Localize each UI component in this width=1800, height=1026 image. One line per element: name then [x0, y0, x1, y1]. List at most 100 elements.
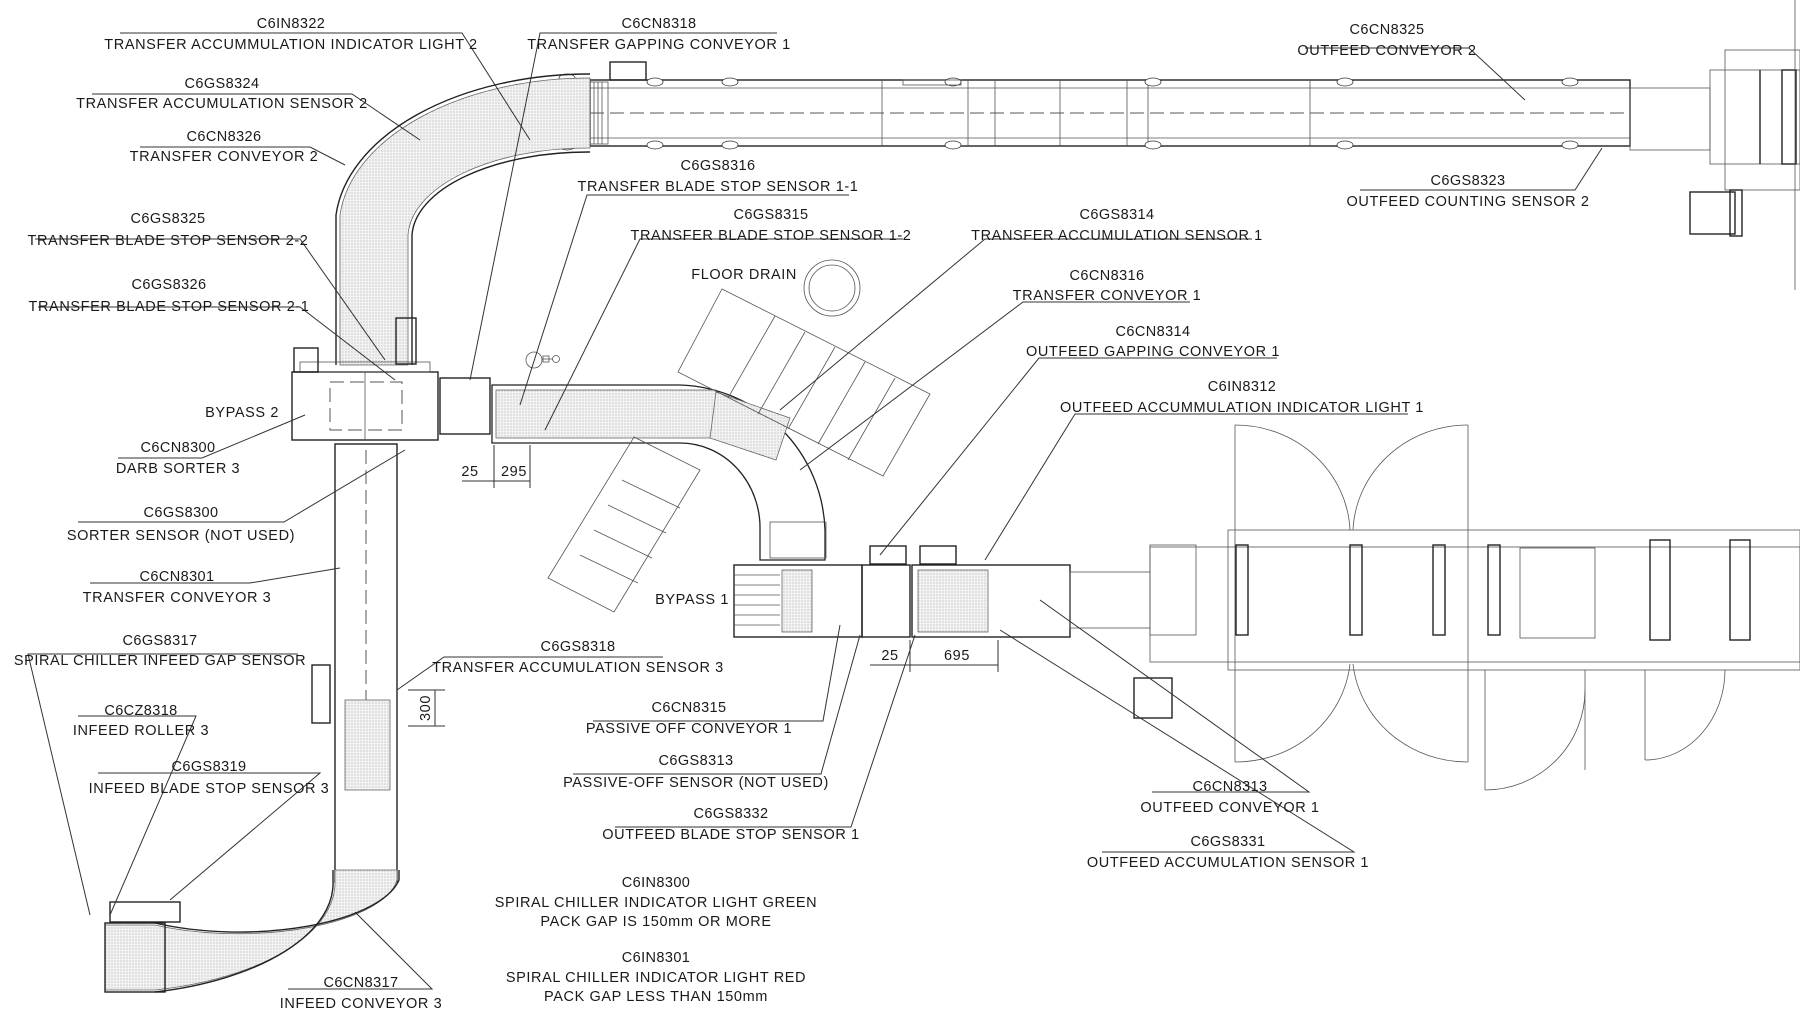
label-name: TRANSFER CONVEYOR 3: [83, 590, 272, 606]
label-name: SPIRAL CHILLER INFEED GAP SENSOR: [14, 653, 306, 669]
bypass-1-section: [733, 545, 1151, 638]
label-tag: C6GS8324: [185, 76, 260, 92]
dimension-300: 300: [418, 695, 434, 721]
label-tag: C6GS8325: [131, 211, 206, 227]
label-tag: C6CZ8318: [104, 703, 177, 719]
label-tag: C6CN8317: [324, 975, 399, 991]
label-c6gs8313: C6GS8313 PASSIVE-OFF SENSOR (NOT USED): [563, 753, 829, 791]
label-c6gs8324: C6GS8324 TRANSFER ACCUMULATION SENSOR 2: [76, 76, 367, 112]
label-c6gs8332: C6GS8332 OUTFEED BLADE STOP SENSOR 1: [602, 806, 859, 843]
label-tag: C6CN8316: [1070, 268, 1145, 284]
dimension-25-b: 25: [881, 648, 898, 664]
label-tag: C6GS8323: [1431, 173, 1506, 189]
note-tag: C6IN8301: [622, 950, 691, 966]
label-name: TRANSFER ACCUMULATION SENSOR 1: [971, 228, 1263, 244]
label-c6cz8318: C6CZ8318 INFEED ROLLER 3: [73, 703, 209, 739]
floor-drain-label: FLOOR DRAIN: [691, 267, 797, 283]
label-name: DARB SORTER 3: [116, 461, 240, 477]
label-name: OUTFEED CONVEYOR 2: [1297, 43, 1476, 59]
label-c6cn8318: C6CN8318 TRANSFER GAPPING CONVEYOR 1: [527, 16, 791, 53]
label-tag: C6GS8316: [681, 158, 756, 174]
transfer-conveyor-1: [491, 384, 827, 561]
label-name: INFEED CONVEYOR 3: [280, 996, 442, 1012]
chute-upper: [677, 288, 931, 477]
label-tag: C6GS8315: [734, 207, 809, 223]
label-c6gs8315: C6GS8315 TRANSFER BLADE STOP SENSOR 1-2: [631, 207, 912, 244]
bypass-1-label: BYPASS 1: [655, 592, 729, 608]
label-tag: C6GS8313: [659, 753, 734, 769]
label-c6gs8326: C6GS8326 TRANSFER BLADE STOP SENSOR 2-1: [29, 277, 309, 315]
label-name: TRANSFER GAPPING CONVEYOR 1: [527, 37, 791, 53]
label-name: TRANSFER BLADE STOP SENSOR 2-2: [28, 233, 309, 249]
label-name: OUTFEED BLADE STOP SENSOR 1: [602, 827, 859, 843]
label-tag: C6CN8325: [1350, 22, 1425, 38]
note-line-2: PACK GAP LESS THAN 150mm: [544, 989, 768, 1005]
label-c6cn8317: C6CN8317 INFEED CONVEYOR 3: [280, 975, 442, 1012]
label-name: SORTER SENSOR (NOT USED): [67, 528, 295, 544]
label-tag: C6GS8318: [541, 639, 616, 655]
top-right-machine: [1689, 0, 1800, 290]
label-tag: C6GS8300: [144, 505, 219, 521]
label-name: OUTFEED ACCUMMULATION INDICATOR LIGHT 1: [1060, 400, 1424, 416]
label-c6cn8313: C6CN8313 OUTFEED CONVEYOR 1: [1140, 779, 1319, 816]
label-tag: C6CN8313: [1193, 779, 1268, 795]
label-tag: C6CN8300: [141, 440, 216, 456]
label-name: TRANSFER BLADE STOP SENSOR 1-2: [631, 228, 912, 244]
floor-drain-symbol: [803, 259, 861, 317]
label-c6gs8325: C6GS8325 TRANSFER BLADE STOP SENSOR 2-2: [28, 211, 309, 249]
label-name: TRANSFER CONVEYOR 2: [130, 149, 319, 165]
leader-lines: [27, 32, 1603, 990]
label-tag: C6CN8326: [187, 129, 262, 145]
outfeed-machine: [1133, 424, 1800, 791]
label-c6gs8300: C6GS8300 SORTER SENSOR (NOT USED): [67, 505, 295, 544]
note-line-2: PACK GAP IS 150mm OR MORE: [540, 914, 771, 930]
label-name: OUTFEED CONVEYOR 1: [1140, 800, 1319, 816]
label-c6cn8300: C6CN8300 DARB SORTER 3: [116, 440, 240, 477]
label-tag: C6GS8332: [694, 806, 769, 822]
label-c6cn8326: C6CN8326 TRANSFER CONVEYOR 2: [130, 129, 319, 165]
label-c6gs8317: C6GS8317 SPIRAL CHILLER INFEED GAP SENSO…: [14, 633, 306, 669]
label-tag: C6GS8331: [1191, 834, 1266, 850]
dimension-25-a: 25: [461, 464, 478, 480]
top-conveyor: [558, 61, 1711, 151]
label-tag: C6GS8326: [132, 277, 207, 293]
bypass-2-label: BYPASS 2: [205, 405, 279, 421]
label-name: INFEED BLADE STOP SENSOR 3: [89, 781, 330, 797]
label-name: OUTFEED ACCUMULATION SENSOR 1: [1087, 855, 1369, 871]
label-name: OUTFEED GAPPING CONVEYOR 1: [1026, 344, 1280, 360]
transfer-conveyor-3: [311, 443, 398, 883]
label-tag: C6GS8314: [1080, 207, 1155, 223]
label-tag: C6GS8317: [123, 633, 198, 649]
label-c6gs8323: C6GS8323 OUTFEED COUNTING SENSOR 2: [1347, 173, 1590, 210]
label-tag: C6GS8319: [172, 759, 247, 775]
label-c6cn8325: C6CN8325 OUTFEED CONVEYOR 2: [1297, 22, 1476, 59]
label-tag: C6IN8312: [1208, 379, 1277, 395]
label-tag: C6IN8322: [257, 16, 326, 32]
label-c6gs8331: C6GS8331 OUTFEED ACCUMULATION SENSOR 1: [1087, 834, 1369, 871]
label-c6gs8318: C6GS8318 TRANSFER ACCUMULATION SENSOR 3: [432, 639, 724, 676]
note-red-light: C6IN8301 SPIRAL CHILLER INDICATOR LIGHT …: [506, 950, 806, 1005]
label-c6cn8316: C6CN8316 TRANSFER CONVEYOR 1: [1013, 268, 1201, 304]
label-name: PASSIVE-OFF SENSOR (NOT USED): [563, 775, 829, 791]
label-tag: C6CN8318: [622, 16, 697, 32]
label-name: OUTFEED COUNTING SENSOR 2: [1347, 194, 1590, 210]
transfer-conveyor-2: [335, 73, 591, 366]
label-c6gs8314: C6GS8314 TRANSFER ACCUMULATION SENSOR 1: [971, 207, 1263, 244]
chute-lower: [547, 436, 701, 613]
label-c6cn8315: C6CN8315 PASSIVE OFF CONVEYOR 1: [586, 700, 792, 737]
label-name: TRANSFER ACCUMULATION SENSOR 3: [432, 660, 724, 676]
label-tag: C6CN8301: [140, 569, 215, 585]
dimension-695: 695: [944, 648, 970, 664]
note-line-1: SPIRAL CHILLER INDICATOR LIGHT RED: [506, 970, 806, 986]
label-c6gs8316: C6GS8316 TRANSFER BLADE STOP SENSOR 1-1: [578, 158, 859, 195]
darb-sorter-3: [291, 317, 491, 441]
label-name: PASSIVE OFF CONVEYOR 1: [586, 721, 792, 737]
dimension-295: 295: [501, 464, 527, 480]
label-c6gs8319: C6GS8319 INFEED BLADE STOP SENSOR 3: [89, 759, 330, 797]
note-line-1: SPIRAL CHILLER INDICATOR LIGHT GREEN: [495, 895, 817, 911]
label-tag: C6CN8314: [1116, 324, 1191, 340]
note-tag: C6IN8300: [622, 875, 691, 891]
label-c6in8312: C6IN8312 OUTFEED ACCUMMULATION INDICATOR…: [1060, 379, 1424, 416]
label-name: TRANSFER BLADE STOP SENSOR 1-1: [578, 179, 859, 195]
